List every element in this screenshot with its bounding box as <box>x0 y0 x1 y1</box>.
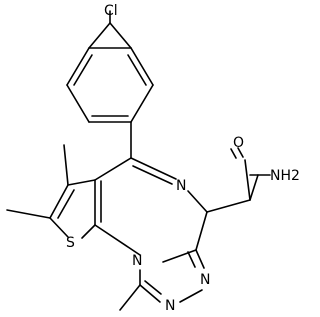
atom-label-sulfur: S <box>66 235 75 251</box>
bond-c-o <box>244 159 251 201</box>
bond-c-n-imine <box>130 157 177 180</box>
bond <box>66 84 90 123</box>
methyl-bond-left <box>6 209 51 219</box>
double-bond-line <box>127 54 147 86</box>
atom-label-triazole-nitrogen-upper: N <box>200 272 210 288</box>
atom-label-triazole-nitrogen-lower: N <box>165 298 175 314</box>
double-bond-line <box>73 54 93 86</box>
bond-c-nh2 <box>249 174 259 201</box>
thiophene-ring <box>49 179 102 239</box>
methyl-bond-upper <box>63 144 69 186</box>
triazole-ring <box>139 249 205 303</box>
bond-c-s <box>49 217 69 238</box>
atom-label-oxygen: O <box>233 135 244 151</box>
atom-label-chlorine: Cl <box>104 3 118 19</box>
bond <box>162 249 197 263</box>
atom-label-imine-nitrogen: N <box>176 178 186 194</box>
bond-n-n <box>179 289 203 303</box>
bond <box>139 284 161 303</box>
atom-label-bridge-nitrogen: N <box>132 253 142 269</box>
bond <box>88 22 111 49</box>
bond <box>67 179 96 186</box>
bond-s-c <box>81 224 96 239</box>
double-bond-line <box>132 165 173 185</box>
bond-c-o-upper <box>237 147 244 158</box>
double-bond-line <box>57 189 75 219</box>
double-bond-line <box>230 148 237 159</box>
diazepine-ring <box>94 157 208 263</box>
bond <box>94 157 132 181</box>
atom-label-amine: NH2 <box>270 168 300 184</box>
methyl-bond-triazole <box>119 284 141 311</box>
bond <box>195 211 208 251</box>
double-bond-line <box>187 251 196 268</box>
chlorophenyl-ring <box>66 47 154 123</box>
bond <box>187 190 208 213</box>
bond <box>195 249 205 269</box>
bond <box>66 47 90 86</box>
bond <box>130 84 154 123</box>
double-bond-line <box>144 280 162 295</box>
bond <box>109 22 132 49</box>
bond-ch2 <box>206 199 251 213</box>
bond <box>49 184 69 219</box>
bond <box>130 47 154 86</box>
bond <box>94 224 141 256</box>
acetamide-chain <box>206 147 271 213</box>
